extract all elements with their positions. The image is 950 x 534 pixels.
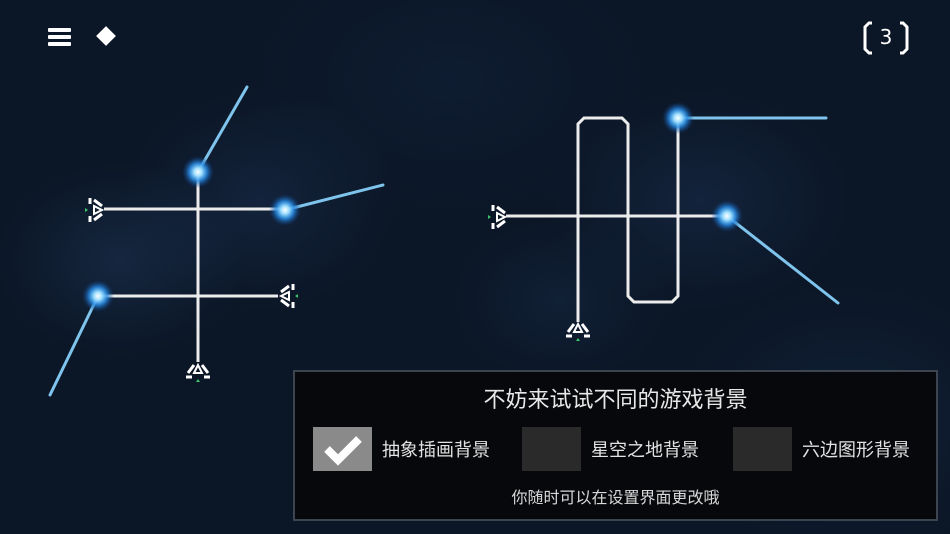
emitter-right [279, 282, 300, 310]
dialog-title: 不妨来试试不同的游戏背景 [483, 388, 748, 413]
light-beams [48, 85, 385, 397]
wire-paths [506, 116, 727, 322]
checkbox[interactable] [522, 427, 581, 471]
option-starry-land[interactable]: 星空之地背景 [522, 427, 699, 471]
emitter-left-top [83, 196, 104, 224]
right-puzzle [486, 102, 840, 343]
background-selection-dialog: 不妨来试试不同的游戏背景 抽象插画背景 星空之地背景 六边图形背景 你随时可以在… [293, 370, 938, 521]
hamburger-menu-icon[interactable] [48, 28, 71, 47]
option-hexagon-pattern[interactable]: 六边图形背景 [733, 427, 910, 471]
hint-count: 3 [879, 25, 893, 49]
hint-counter-button[interactable]: 3 [862, 20, 910, 56]
emitter-left [486, 203, 507, 231]
light-beams [676, 116, 840, 305]
dialog-note: 你随时可以在设置界面更改哦 [511, 488, 720, 507]
wire-paths [98, 172, 285, 362]
emitter-bottom [564, 322, 592, 343]
checkmark-icon [324, 436, 362, 466]
emitter-bottom [184, 363, 212, 384]
option-label: 星空之地背景 [591, 440, 699, 461]
glow-node [662, 102, 694, 134]
glow-node [182, 156, 214, 188]
option-label: 抽象插画背景 [382, 440, 490, 461]
glow-node [82, 280, 114, 312]
option-abstract-illustration[interactable]: 抽象插画背景 [313, 427, 490, 471]
checkbox[interactable] [313, 427, 372, 471]
checkbox[interactable] [733, 427, 792, 471]
left-puzzle [48, 85, 385, 397]
glow-node [269, 194, 301, 226]
glow-node [711, 200, 743, 232]
option-label: 六边图形背景 [802, 440, 910, 461]
bracket-frame-icon [863, 21, 909, 55]
